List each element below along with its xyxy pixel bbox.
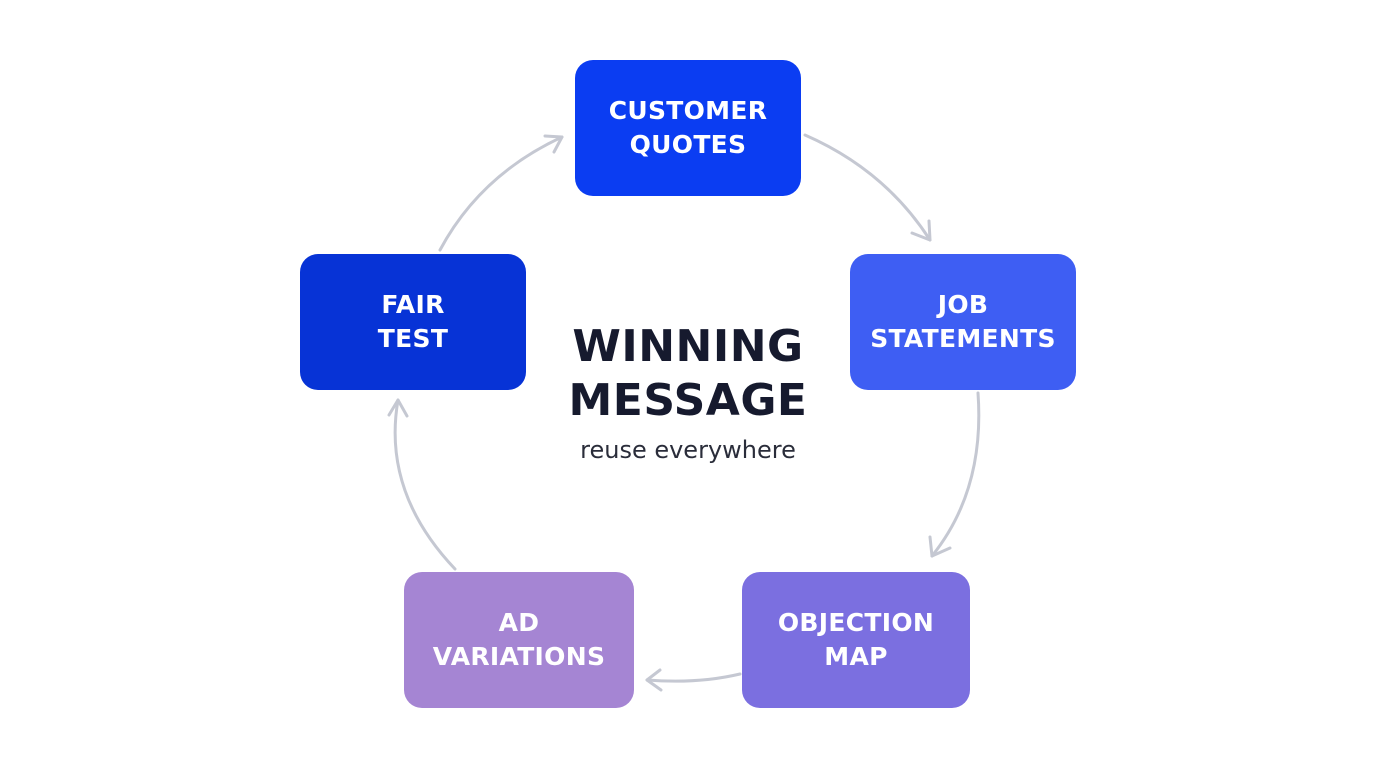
arrow-objection-to-ad (645, 668, 742, 692)
fair-test-label-line-2: TEST (377, 324, 449, 353)
center-subtitle: reuse everywhere (580, 436, 796, 464)
objection-map-label-line-2: MAP (824, 642, 888, 671)
customer-quotes-label-line-1: CUSTOMER (608, 96, 768, 125)
arrow-fair-to-quotes (438, 134, 564, 252)
center-message: WINNING MESSAGE reuse everywhere (488, 320, 888, 466)
center-title-line-2: MESSAGE (568, 375, 808, 426)
ad-variations-label-line-2: VARIATIONS (432, 642, 606, 671)
customer-quotes-label-line-2: QUOTES (629, 130, 747, 159)
objection-map-node: OBJECTION MAP (742, 572, 970, 708)
ad-variations-node: AD VARIATIONS (404, 572, 634, 708)
job-statements-node: JOB STATEMENTS (850, 254, 1076, 390)
ad-variations-label-line-1: AD (498, 608, 540, 637)
arrow-ad-to-fair (387, 398, 457, 571)
objection-map-label-line-1: OBJECTION (777, 608, 935, 637)
fair-test-node: FAIR TEST (300, 254, 526, 390)
job-statements-label-line-2: STATEMENTS (870, 324, 1056, 353)
center-title-line-1: WINNING (572, 321, 804, 372)
fair-test-label-line-1: FAIR (381, 290, 445, 319)
job-statements-label-line-1: JOB (937, 290, 989, 319)
customer-quotes-node: CUSTOMER QUOTES (575, 60, 801, 196)
arrow-job-to-objection (928, 391, 981, 558)
arrow-quotes-to-job (803, 133, 932, 242)
